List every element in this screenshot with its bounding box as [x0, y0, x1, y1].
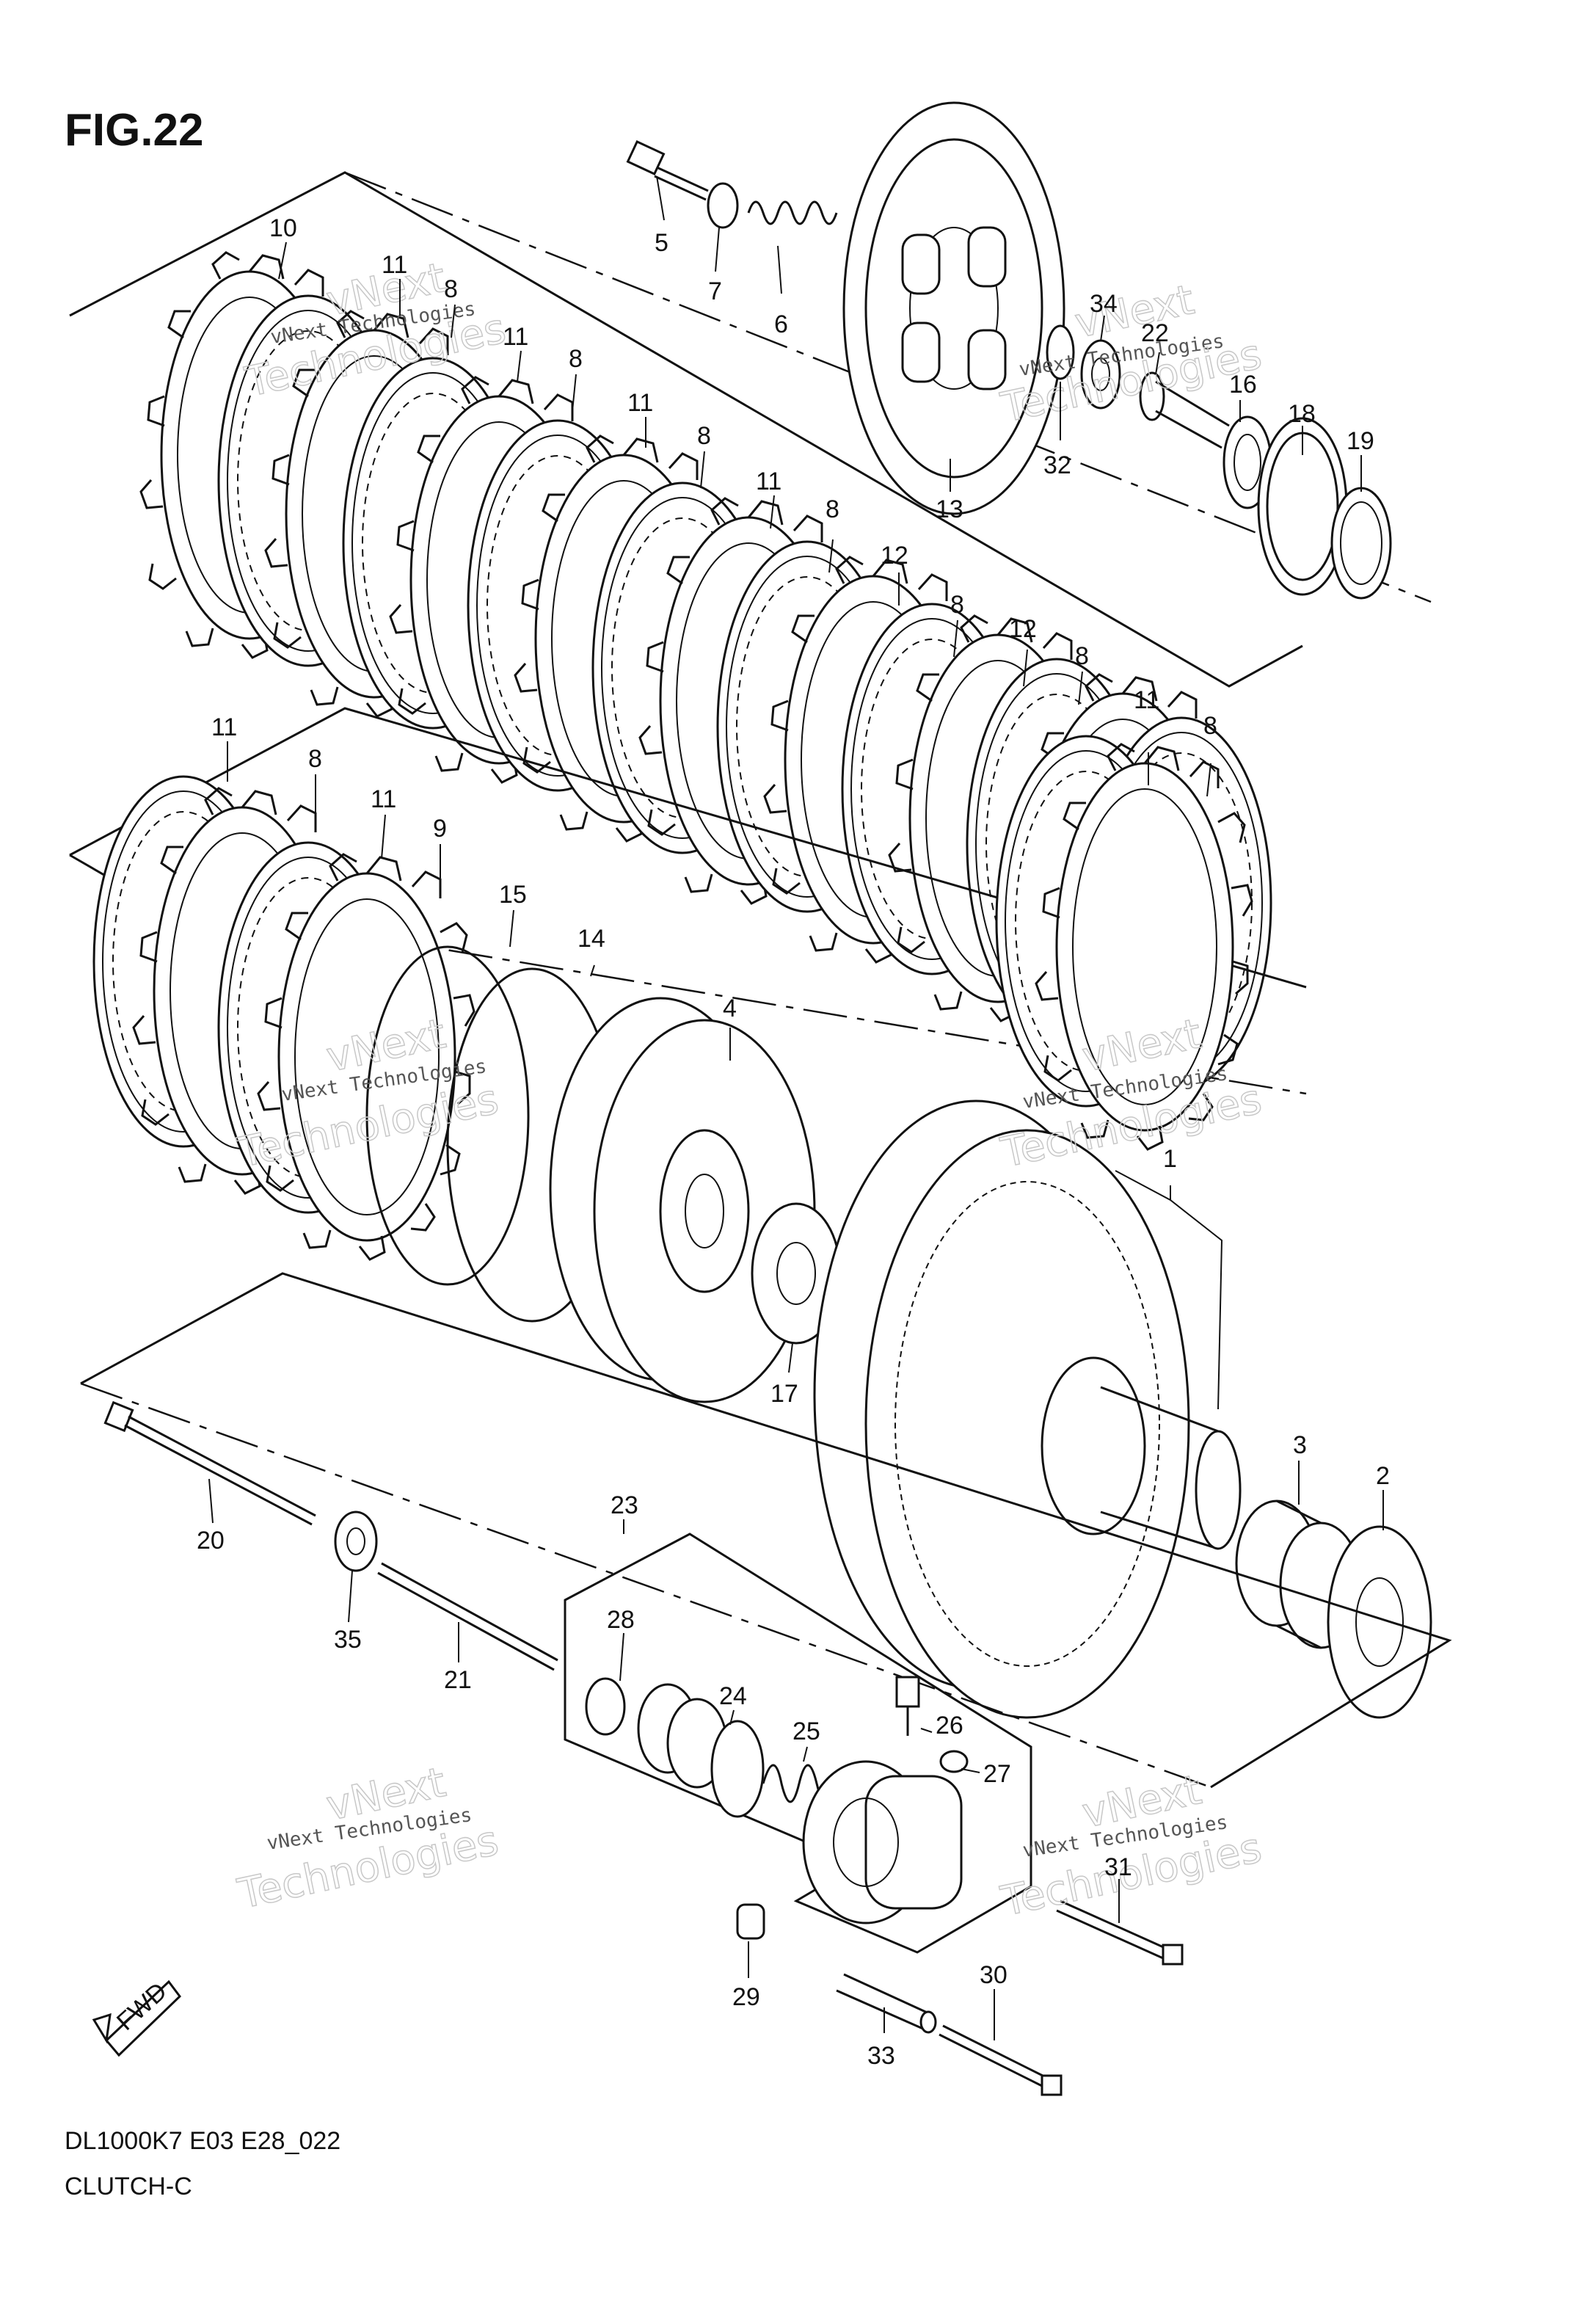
callout-21: 21 [444, 1666, 472, 1694]
callout-labels: 10 11 8 11 8 11 8 11 8 12 8 12 8 11 8 5 … [197, 214, 1390, 2070]
housing-callout-bracket [1115, 1170, 1223, 1410]
leader-lines [208, 175, 1384, 2040]
callout-19: 19 [1347, 427, 1374, 455]
callout-12: 12 [1009, 615, 1037, 643]
callout-12: 12 [881, 542, 908, 570]
callout-11: 11 [371, 785, 396, 813]
callout-26: 26 [936, 1712, 963, 1740]
callout-11: 11 [1134, 686, 1159, 714]
spacer-33 [836, 1973, 937, 2034]
callout-11: 11 [627, 389, 653, 417]
callout-11: 11 [756, 468, 781, 495]
callout-4: 4 [723, 995, 737, 1022]
clutch-spring [747, 200, 838, 225]
callout-10: 10 [269, 214, 297, 242]
pressure-bolt [626, 139, 709, 201]
callout-34: 34 [1090, 290, 1118, 318]
callout-11: 11 [211, 713, 237, 741]
pushrod-axis-line [80, 1382, 1211, 1789]
release-cylinder-frame [564, 1533, 1032, 1954]
callout-15: 15 [499, 881, 527, 909]
figure-title: FIG.22 [65, 105, 204, 156]
callout-27: 27 [983, 1760, 1011, 1788]
upper-group-frame [69, 171, 1303, 688]
callout-8: 8 [1075, 642, 1089, 670]
callout-33: 33 [867, 2042, 895, 2070]
callout-23: 23 [611, 1491, 638, 1519]
callout-22: 22 [1141, 319, 1169, 347]
pressure-plate [842, 101, 1065, 515]
callout-8: 8 [1203, 712, 1217, 740]
callout-14: 14 [577, 925, 605, 953]
callout-20: 20 [197, 1527, 225, 1555]
release-cylinder-body [802, 1760, 963, 1924]
ring-15 [365, 945, 530, 1286]
callout-11: 11 [503, 323, 528, 351]
seal-24 [710, 1720, 765, 1818]
fwd-arrow-icon: FWD [92, 1977, 181, 2057]
piston-cap-28 [585, 1677, 626, 1736]
bolt-30 [939, 2024, 1063, 2096]
callout-17: 17 [770, 1380, 798, 1408]
bleeder-26 [895, 1676, 920, 1736]
callout-8: 8 [444, 275, 458, 303]
seal-35 [334, 1511, 378, 1572]
callout-8: 8 [569, 345, 583, 373]
callout-1: 1 [1163, 1145, 1177, 1173]
callout-8: 8 [826, 495, 839, 523]
callout-28: 28 [607, 1606, 635, 1634]
callout-25: 25 [792, 1717, 820, 1745]
pushrod-piece-22 [1139, 371, 1230, 449]
cap-27 [939, 1750, 969, 1773]
washer-32 [1046, 324, 1075, 380]
callout-18: 18 [1288, 400, 1316, 428]
callout-8: 8 [697, 422, 711, 450]
callout-35: 35 [334, 1626, 362, 1654]
washer [707, 182, 739, 229]
model-code: DL1000K7 E03 E28_022 [65, 2127, 340, 2155]
bolt-31 [1056, 1900, 1184, 1966]
pushrod-group-frame [80, 1272, 1452, 1789]
callout-8: 8 [308, 745, 322, 773]
diagram-caption: CLUTCH-C [65, 2173, 192, 2200]
callout-7: 7 [708, 277, 722, 305]
pushrod-21 [377, 1562, 558, 1671]
clutch-housing [813, 1099, 1242, 1719]
callout-9: 9 [433, 815, 447, 843]
callout-31: 31 [1104, 1853, 1132, 1881]
callout-24: 24 [719, 1682, 747, 1710]
callout-3: 3 [1293, 1431, 1307, 1459]
callout-29: 29 [732, 1983, 760, 2011]
callout-32: 32 [1043, 451, 1071, 479]
pushrod-20 [103, 1400, 316, 1526]
dowel-29 [736, 1903, 765, 1940]
callout-2: 2 [1376, 1462, 1390, 1490]
callout-5: 5 [655, 229, 668, 257]
callout-16: 16 [1229, 371, 1257, 399]
callout-11: 11 [382, 251, 407, 279]
callout-8: 8 [950, 591, 964, 619]
callout-13: 13 [936, 495, 963, 523]
callout-30: 30 [980, 1961, 1007, 1989]
spacer-2 [1327, 1525, 1432, 1719]
callout-6: 6 [774, 310, 788, 338]
clutch-hub [549, 997, 816, 1403]
